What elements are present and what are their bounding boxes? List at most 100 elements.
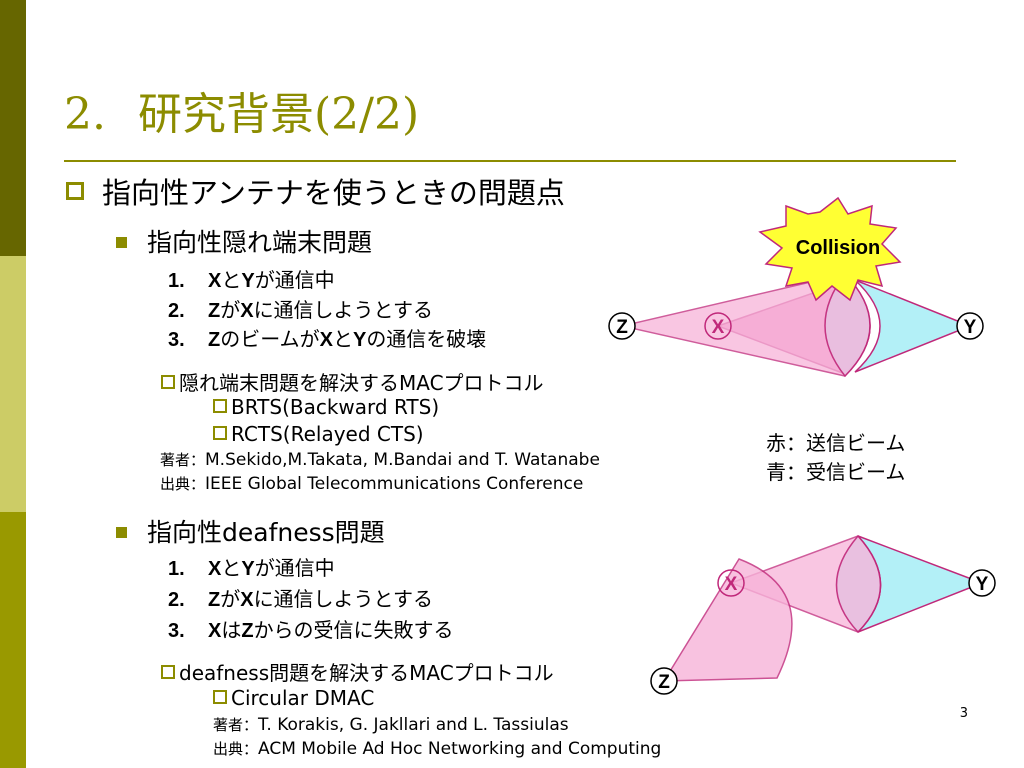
section1-item-2: 2. ZがXに通信しようとする (168, 294, 433, 323)
bullet-square-icon (66, 182, 84, 200)
page-title: 2. 研究背景(2/2) (64, 78, 419, 142)
node-x2-label: X (725, 574, 738, 595)
section1-item-3: 3. ZのビームがXとYの通信を破壊 (168, 323, 486, 352)
item-text: と (221, 556, 242, 580)
author-label: 著者： (160, 451, 206, 469)
node-x1 (704, 312, 732, 340)
node-label: Z (208, 589, 221, 611)
item-text: は (221, 618, 242, 642)
title-rule (64, 160, 956, 162)
source-text: IEEE Global Telecommunications Conferenc… (205, 474, 584, 494)
main-point: 指向性アンテナを使うときの問題点 (66, 170, 565, 212)
diagram-deafness: X Y Z (650, 534, 996, 695)
section2-item-2: 2. ZがXに通信しようとする (168, 583, 433, 612)
section2-item-3: 3. XはZからの受信に失敗する (168, 614, 454, 643)
bullet-filled-icon (116, 237, 127, 248)
collision-burst-icon (758, 196, 902, 302)
item-text: からの受信に失敗する (253, 618, 454, 642)
node-label: X (240, 300, 254, 322)
node-label: X (240, 589, 254, 611)
node-label: X (208, 270, 222, 292)
item-text: のビームが (220, 327, 320, 351)
sub-text: BRTS(Backward RTS) (231, 395, 440, 419)
protocol-text: 隠れ端末問題を解決するMACプロトコル (179, 371, 544, 395)
node-label: Y (352, 329, 367, 351)
item-number: 2. (168, 589, 185, 611)
sub-text: Circular DMAC (231, 686, 375, 710)
bullet-small-icon (213, 690, 227, 704)
item-number: 1. (168, 270, 185, 292)
section2-source: 出典：ACM Mobile Ad Hoc Networking and Comp… (213, 738, 661, 759)
protocol-text: deafness問題を解決するMACプロトコル (179, 661, 554, 685)
diagram-hidden-terminal: Collision Z X Y (608, 196, 984, 378)
item-text: が (220, 587, 241, 611)
node-label: Y (241, 558, 255, 580)
section1-sub-1: BRTS(Backward RTS) (213, 395, 439, 419)
item-text: に通信しようとする (253, 587, 433, 611)
section1-protocol: 隠れ端末問題を解決するMACプロトコル (161, 367, 544, 396)
source-label: 出典： (213, 740, 259, 758)
source-label: 出典： (160, 475, 206, 493)
section2-sub-1: Circular DMAC (213, 686, 374, 710)
section1-heading: 指向性隠れ端末問題 (116, 223, 372, 259)
sub-text: RCTS(Relayed CTS) (231, 422, 424, 446)
section2-authors: 著者：T. Korakis, G. Jakllari and L. Tassiu… (213, 714, 569, 735)
author-label: 著者： (213, 716, 259, 734)
title-suffix: (2/2) (313, 89, 420, 140)
title-number: 2. (64, 89, 106, 140)
beam-overlap-lens (824, 272, 871, 378)
side-bar-dark (0, 0, 26, 256)
side-bar-light (0, 256, 26, 512)
node-y1-label: Y (964, 317, 977, 338)
node-z2-label: Z (658, 672, 670, 693)
bullet-small-icon (161, 375, 175, 389)
item-number: 1. (168, 558, 185, 580)
node-z1 (608, 312, 636, 340)
author-text: M.Sekido,M.Takata, M.Bandai and T. Watan… (205, 450, 600, 470)
side-bar-olive (0, 512, 26, 768)
item-text: と (332, 327, 353, 351)
bullet-filled-icon (116, 527, 127, 538)
item-text: に通信しようとする (253, 298, 433, 322)
bullet-small-icon (213, 399, 227, 413)
section2-heading-text: 指向性deafness問題 (147, 518, 385, 547)
node-y2 (968, 569, 996, 597)
source-text: ACM Mobile Ad Hoc Networking and Computi… (258, 739, 662, 759)
node-label: X (208, 620, 222, 642)
author-text: T. Korakis, G. Jakllari and L. Tassiulas (258, 715, 569, 735)
collision-label: Collision (796, 237, 880, 259)
node-z1-label: Z (616, 317, 628, 338)
item-number: 2. (168, 300, 185, 322)
item-text: が通信中 (254, 556, 335, 580)
legend-red: 赤：送信ビーム (766, 431, 906, 455)
beam2-overlap-lens (835, 534, 882, 634)
node-x1-label: X (712, 317, 725, 338)
page-number: 3 (959, 706, 968, 721)
node-label: X (208, 558, 222, 580)
section2-heading: 指向性deafness問題 (116, 513, 385, 549)
item-text: の通信を破壊 (366, 327, 487, 351)
bullet-small-icon (213, 426, 227, 440)
node-label: Z (241, 620, 254, 642)
node-label: Z (208, 329, 221, 351)
node-label: Z (208, 300, 221, 322)
node-label: X (319, 329, 333, 351)
section2-item-1: 1. XとYが通信中 (168, 552, 335, 581)
section1-heading-text: 指向性隠れ端末問題 (147, 228, 373, 257)
item-number: 3. (168, 620, 185, 642)
section1-authors: 著者：M.Sekido,M.Takata, M.Bandai and T. Wa… (160, 449, 600, 470)
main-point-text: 指向性アンテナを使うときの問題点 (102, 176, 565, 210)
node-label: Y (241, 270, 255, 292)
node-y1 (956, 312, 984, 340)
z2-transmit-beam (662, 558, 793, 682)
item-text: が通信中 (254, 268, 335, 292)
item-number: 3. (168, 329, 185, 351)
item-text: が (220, 298, 241, 322)
y-receive-beam (854, 279, 973, 373)
item-text: と (221, 268, 242, 292)
section1-sub-2: RCTS(Relayed CTS) (213, 422, 424, 446)
node-z2 (650, 667, 678, 695)
title-text: 研究背景 (137, 89, 314, 140)
node-y2-label: Y (976, 574, 989, 595)
